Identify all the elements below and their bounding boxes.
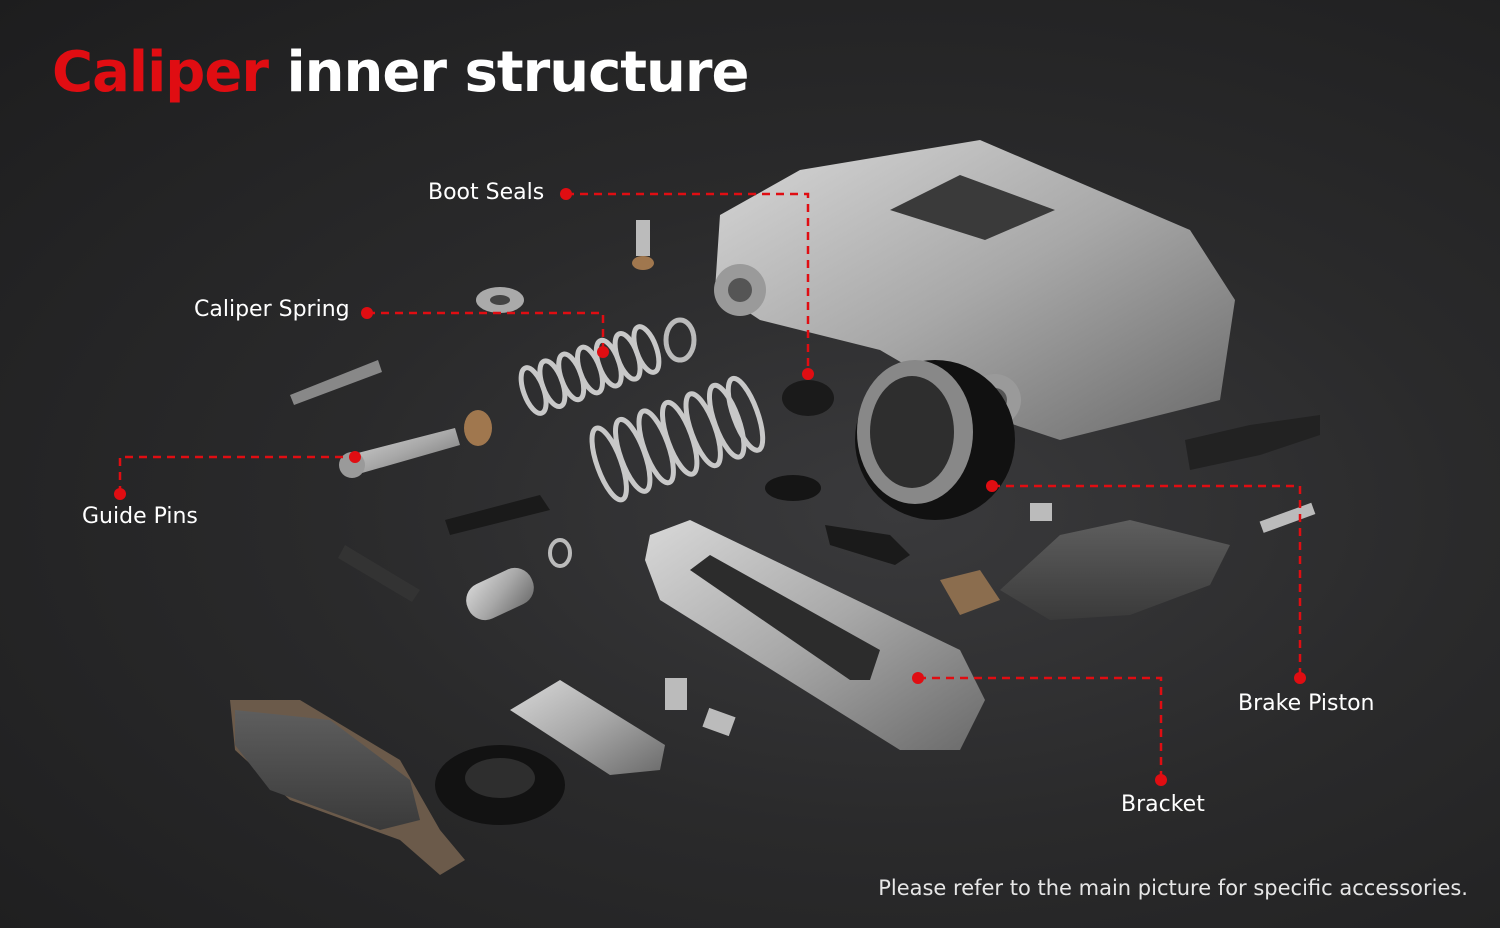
page-title: Caliper inner structure xyxy=(52,40,750,105)
brake-piston-part xyxy=(855,360,1015,520)
bracket-part xyxy=(645,520,985,750)
guide-pin-part xyxy=(290,220,1320,825)
leader-caliper-spring xyxy=(367,311,605,352)
title-rest: inner structure xyxy=(286,40,749,105)
leader-bracket xyxy=(918,676,1163,780)
title-accent: Caliper xyxy=(52,40,269,105)
label-bracket: Bracket xyxy=(1121,792,1205,817)
label-guide-pins: Guide Pins xyxy=(82,504,198,529)
label-brake-piston: Brake Piston xyxy=(1238,691,1375,716)
leader-brake-piston xyxy=(992,484,1302,678)
leader-boot-seals xyxy=(566,192,810,374)
spring-part xyxy=(518,324,766,503)
label-boot-seals: Boot Seals xyxy=(428,180,545,205)
footnote: Please refer to the main picture for spe… xyxy=(878,876,1468,900)
label-caliper-spring: Caliper Spring xyxy=(194,297,350,322)
brake-pad-part xyxy=(230,520,1230,875)
leader-guide-pins xyxy=(118,455,355,494)
